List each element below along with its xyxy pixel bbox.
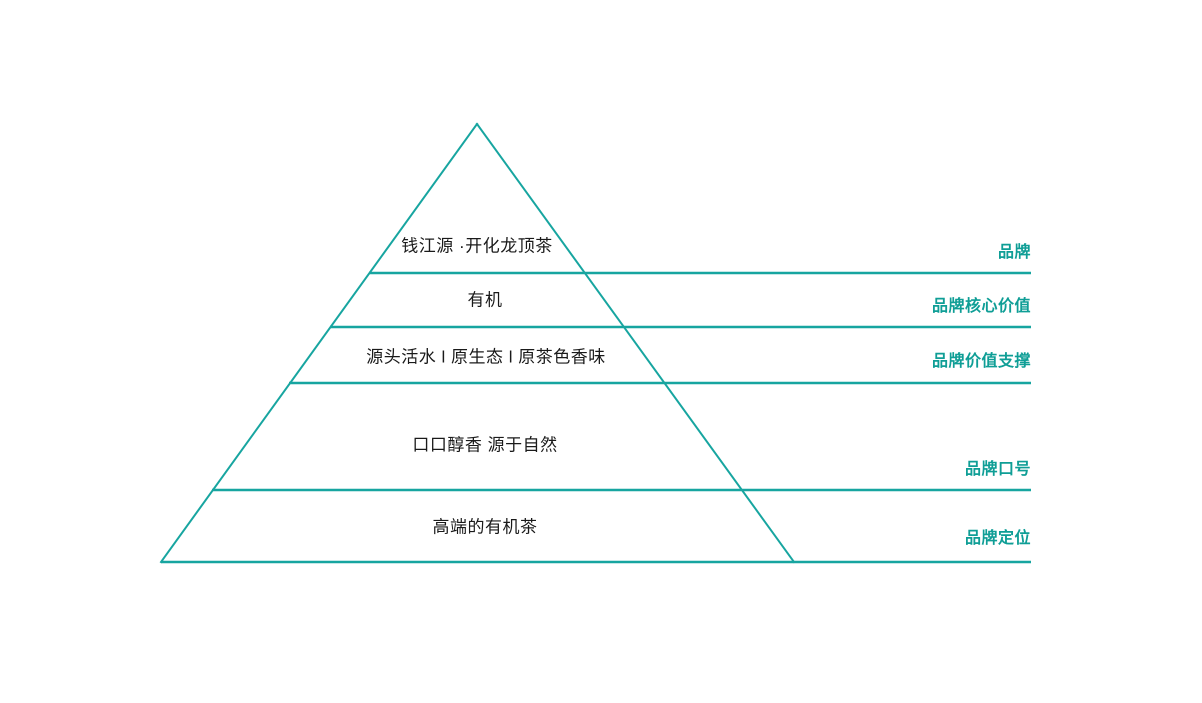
level-label-brand-value-support: 品牌价值支撑 <box>931 353 1031 370</box>
level-label-brand-positioning: 品牌定位 <box>964 530 1031 547</box>
level-text-brand: 钱江源 ·开化龙顶茶 <box>401 236 553 256</box>
pyramid-right-edge <box>475 122 796 564</box>
level-text-brand-value-support: 源头活水 l 原生态 l 原茶色香味 <box>366 347 606 367</box>
pyramid-left-edge <box>159 122 479 564</box>
level-label-brand-core-value: 品牌核心价值 <box>931 298 1031 315</box>
level-text-brand-positioning: 高端的有机茶 <box>432 517 538 537</box>
level-label-brand-slogan: 品牌口号 <box>964 461 1031 478</box>
pyramid-outline <box>159 122 796 564</box>
pyramid-divider-lines <box>161 271 1031 564</box>
level-label-brand: 品牌 <box>997 244 1031 261</box>
level-text-brand-slogan: 口口醇香 源于自然 <box>412 435 558 455</box>
level-text-brand-core-value: 有机 <box>467 290 503 310</box>
